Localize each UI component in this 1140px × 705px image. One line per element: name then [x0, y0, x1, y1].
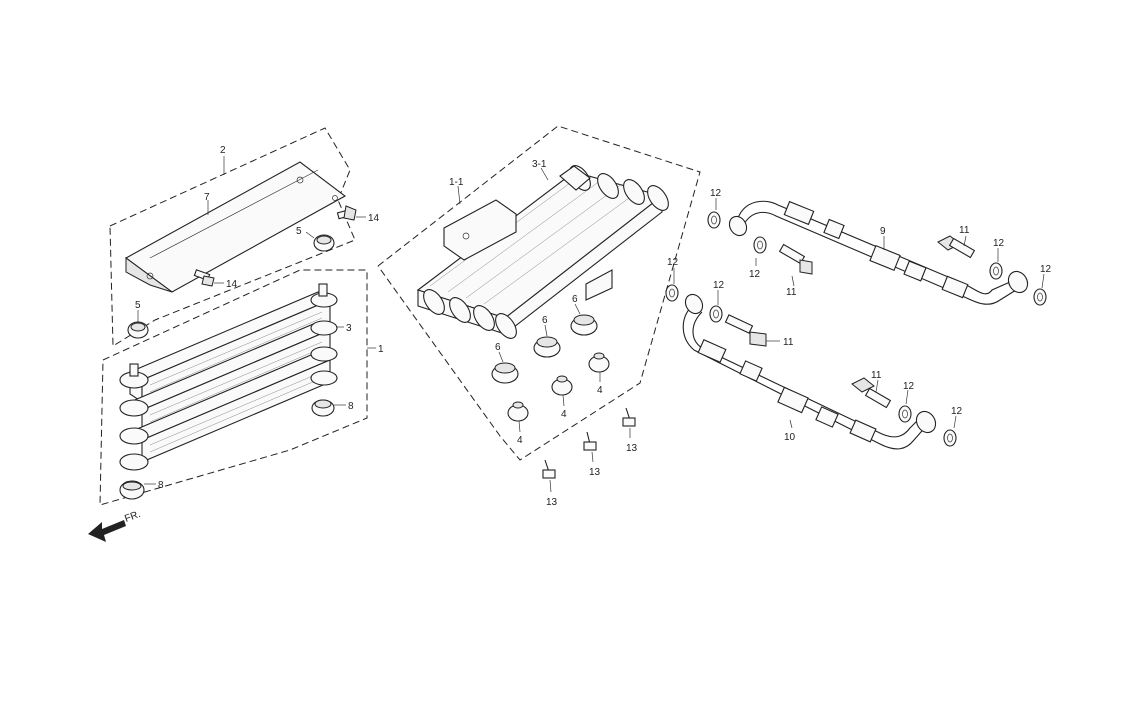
- callout-9: 9: [880, 226, 886, 237]
- washer-part-12-b: [753, 236, 767, 254]
- callout-8-right: 8: [348, 401, 354, 412]
- callout-12-b: 12: [749, 269, 761, 280]
- callout-14-upper: 14: [368, 213, 380, 224]
- bolt-part-14-lower: [193, 269, 215, 287]
- callout-12-e: 12: [667, 257, 679, 268]
- oil-hose-part-9: [728, 200, 1029, 305]
- callout-8-bottom: 8: [158, 480, 164, 491]
- callout-5-upper: 5: [296, 226, 302, 237]
- callout-11-d: 11: [871, 370, 882, 381]
- callout-12-a: 12: [710, 188, 722, 199]
- callout-12-d: 12: [1040, 264, 1052, 275]
- right-group: 12 12 12 12 12 12 12 12 9 10 11 11 11 11: [665, 188, 1052, 450]
- washer-part-12-h: [943, 429, 957, 447]
- bolt-part-13-left: [542, 459, 556, 479]
- bolt-part-13-right: [622, 407, 636, 427]
- callout-2: 2: [220, 145, 226, 156]
- callout-13-left: 13: [546, 497, 558, 508]
- callout-14-lower: 14: [226, 279, 238, 290]
- washer-part-12-g: [898, 405, 912, 423]
- callout-7: 7: [204, 192, 210, 203]
- callout-6-middle: 6: [542, 315, 548, 326]
- callout-12-f: 12: [713, 280, 725, 291]
- left-group: 2 7 14 5 14 5 3 1 8 8 FR.: [88, 127, 384, 542]
- bolt-part-11-a: [778, 243, 813, 275]
- washer-part-12-c: [989, 262, 1003, 280]
- bracket-part-7: [124, 161, 347, 293]
- callout-3-1: 3-1: [532, 159, 547, 170]
- collar-part-4-middle: [551, 375, 573, 396]
- callout-3: 3: [346, 323, 352, 334]
- callout-10: 10: [784, 432, 796, 443]
- callout-4-right: 4: [597, 385, 603, 396]
- front-direction-arrow: FR.: [88, 509, 142, 542]
- cooler-group-frame: [99, 269, 368, 506]
- grommet-part-8-bottom: [119, 480, 145, 500]
- bolt-part-11-d: [851, 377, 892, 409]
- washer-part-12-e: [665, 284, 679, 302]
- bolt-part-13-middle: [583, 431, 597, 451]
- grommet-part-8-right: [311, 399, 335, 417]
- collar-part-4-left: [507, 401, 529, 422]
- washer-part-12-f: [709, 305, 723, 323]
- callout-11-a: 11: [786, 287, 797, 298]
- callout-12-g: 12: [903, 381, 915, 392]
- bolt-part-11-c: [724, 314, 767, 347]
- washer-part-12-d: [1033, 288, 1047, 306]
- callout-11-c: 11: [783, 337, 794, 348]
- callout-12-h: 12: [951, 406, 963, 417]
- callout-1-1: 1-1: [449, 177, 464, 188]
- grommet-part-6-top: [570, 314, 598, 336]
- callout-4-middle: 4: [561, 409, 567, 420]
- callout-13-middle: 13: [589, 467, 601, 478]
- washer-part-12-a: [707, 211, 721, 229]
- callout-6-top: 6: [572, 294, 578, 305]
- callout-5-lower: 5: [135, 300, 141, 311]
- bolt-part-14-upper: [336, 205, 357, 221]
- callout-1: 1: [378, 344, 384, 355]
- oil-hose-part-10: [682, 293, 937, 450]
- callout-6-left: 6: [495, 342, 501, 353]
- callout-13-right: 13: [626, 443, 638, 454]
- bolt-part-11-b: [937, 235, 976, 259]
- oil-cooler-part-1: [119, 283, 338, 471]
- bracket-group-frame: [109, 127, 356, 347]
- front-direction-label: FR.: [123, 509, 142, 525]
- grommet-part-5-lower: [127, 321, 149, 339]
- callout-11-b: 11: [959, 225, 970, 236]
- center-group: 1-1 3-1 6 6 6 4 4 4 13 13 13: [377, 125, 701, 508]
- grommet-part-6-middle: [533, 336, 561, 358]
- callout-12-c: 12: [993, 238, 1005, 249]
- oil-cooler-core-part-1-1: [416, 165, 669, 339]
- collar-part-4-right: [588, 352, 610, 373]
- callout-4-left: 4: [517, 435, 523, 446]
- grommet-part-6-left: [491, 362, 519, 384]
- grommet-part-5-upper: [313, 234, 335, 252]
- center-group-frame: [377, 125, 701, 461]
